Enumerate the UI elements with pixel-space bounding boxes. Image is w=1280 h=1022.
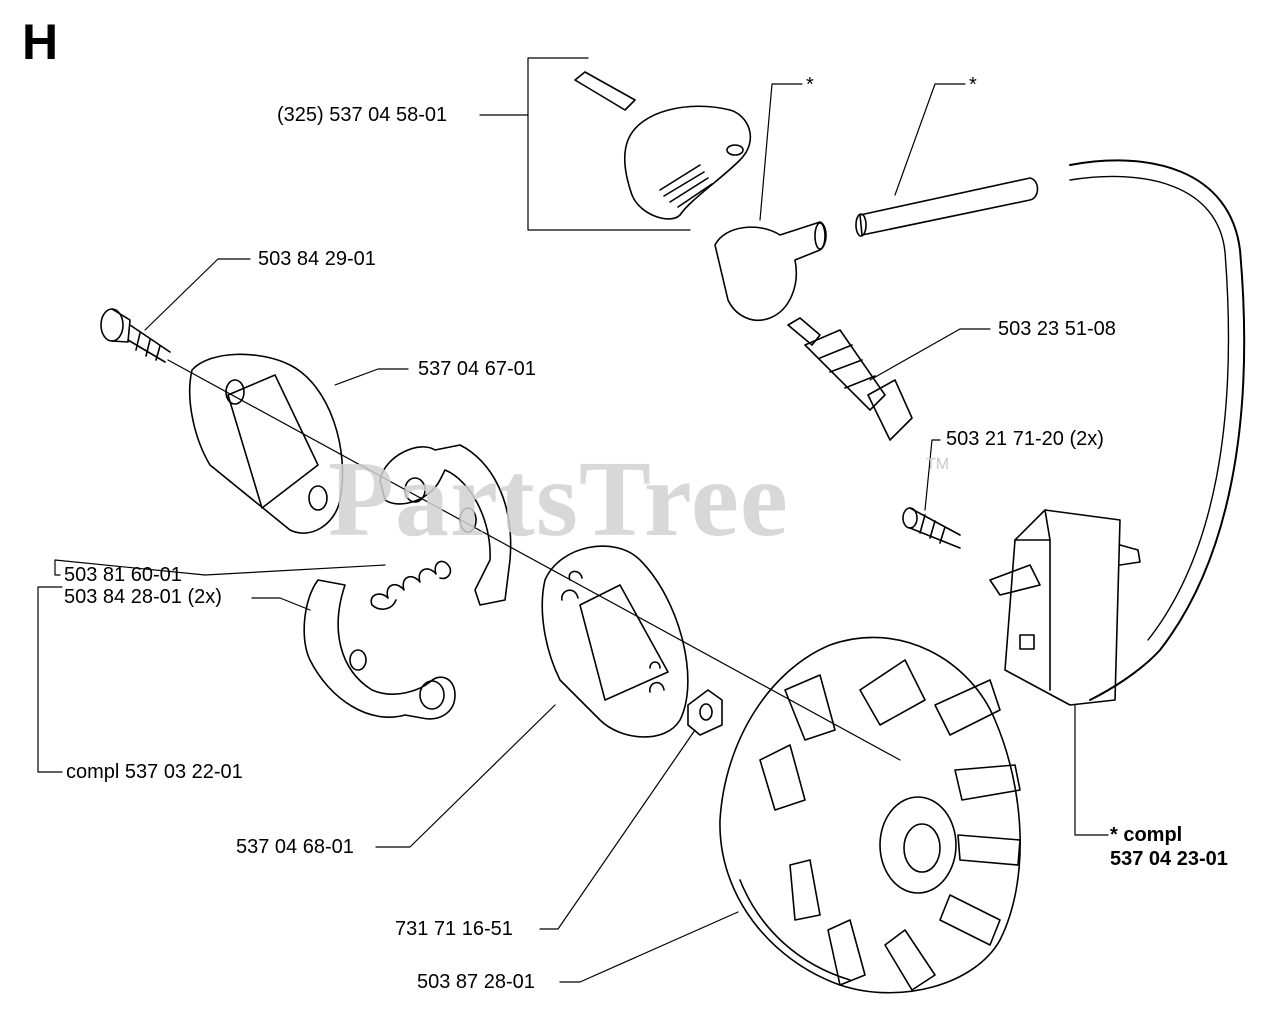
callout-star-boot: * (969, 74, 977, 96)
leader-clutch-compl (37, 586, 63, 773)
watermark: PartsTree (328, 440, 789, 559)
clutch-plate-top (188, 353, 344, 534)
callout-washer: 731 71 16-51 (395, 918, 513, 940)
flywheel-nut (687, 689, 723, 736)
leader-spark-plug (869, 328, 991, 381)
callout-star-cap: * (806, 74, 814, 96)
callout-plate-top: 537 04 67-01 (418, 358, 536, 380)
leader-shoe (251, 597, 311, 611)
assembly-axis-line (167, 359, 901, 761)
callout-module-screw: 503 21 71-20 (2x) (946, 428, 1104, 450)
callout-trigger-head: (325) 537 04 58-01 (277, 104, 448, 126)
flywheel (719, 636, 1021, 994)
spark-plug (787, 317, 913, 441)
leader-plate-bottom (375, 704, 556, 848)
leader-trigger-head (479, 57, 589, 116)
section-letter: H (22, 14, 59, 70)
leader-star-boot (894, 83, 966, 196)
callout-plate-bottom: 537 04 68-01 (236, 836, 354, 858)
module-screw (902, 507, 961, 549)
ignition-cable-inner (1069, 175, 1230, 641)
callout-spring: 503 81 60-01 (64, 564, 182, 586)
leader-trigger-bracket (527, 114, 691, 231)
ignition-lead-tube (855, 177, 1039, 237)
clutch-shoe-upper (379, 444, 512, 606)
leader-module-screw (924, 439, 941, 511)
clutch-shoe-lower (303, 579, 456, 720)
callout-shoe: 503 84 28-01 (2x) (64, 586, 222, 608)
leader-spring-line (204, 564, 386, 576)
leader-spring (54, 559, 206, 576)
clutch-plate-bottom (541, 545, 689, 738)
leader-plate-top (334, 368, 409, 386)
callout-bolt: 503 84 29-01 (258, 248, 376, 270)
callout-ignition-compl: * compl (1110, 824, 1183, 846)
spark-plug-boot (714, 221, 827, 322)
leader-lines (37, 57, 1109, 983)
leader-star-cap (759, 83, 803, 221)
leader-bolt (144, 258, 251, 331)
ignition-cable (1069, 159, 1246, 701)
clutch-spring (370, 560, 452, 610)
leader-washer (539, 729, 696, 930)
watermark-trademark: TM (926, 456, 950, 473)
spark-plug-cap-cover (574, 71, 752, 220)
callout-ignition-partno: 537 04 23-01 (1110, 848, 1228, 870)
callout-clutch-compl: compl 537 03 22-01 (66, 761, 243, 783)
callout-spark-plug: 503 23 51-08 (998, 318, 1116, 340)
hub-bolt (100, 308, 171, 363)
leader-ignition (1074, 704, 1109, 836)
callout-flywheel: 503 87 28-01 (417, 971, 535, 993)
leader-flywheel (559, 911, 739, 983)
ignition-module (989, 509, 1141, 706)
